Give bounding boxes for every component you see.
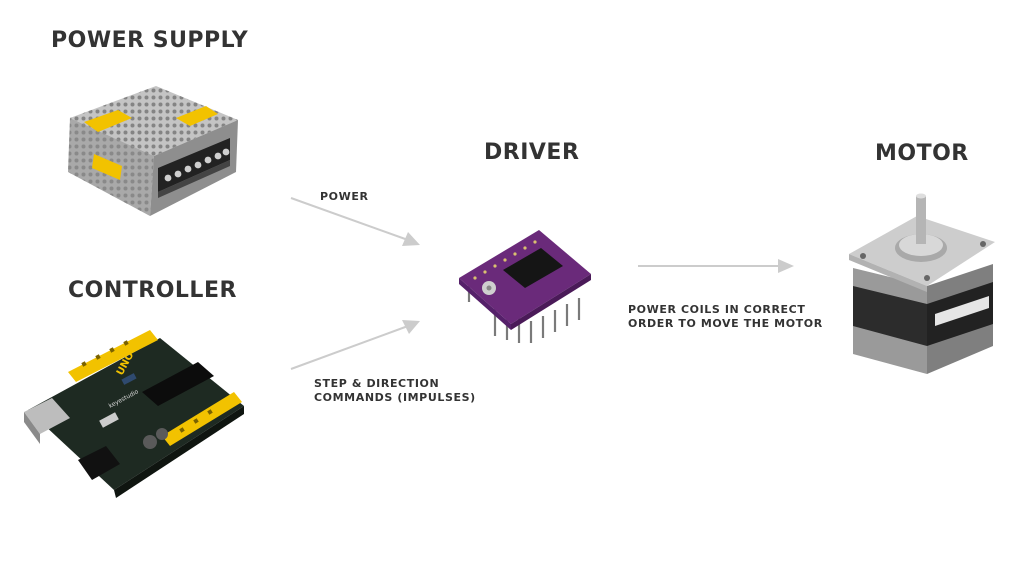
motor-image (849, 193, 995, 374)
power-supply-title: POWER SUPPLY (51, 28, 249, 53)
step-direction-arrow (290, 320, 420, 370)
motor-title: MOTOR (875, 141, 969, 166)
motor-arrow (638, 259, 794, 273)
controller-title: CONTROLLER (68, 278, 237, 303)
power-supply-image (68, 86, 238, 216)
coils-label-line1: POWER COILS IN CORRECT (628, 303, 806, 316)
power-arrow (290, 197, 420, 246)
step-direction-label-line1: STEP & DIRECTION (314, 377, 440, 390)
power-arrow-label: POWER (320, 190, 369, 203)
controller-board-image: UNO keyestudio (24, 330, 244, 498)
driver-title: DRIVER (484, 140, 580, 165)
coils-label-line2: ORDER TO MOVE THE MOTOR (628, 317, 823, 330)
driver-board-image (459, 230, 591, 343)
step-direction-label-line2: COMMANDS (IMPULSES) (314, 391, 476, 404)
